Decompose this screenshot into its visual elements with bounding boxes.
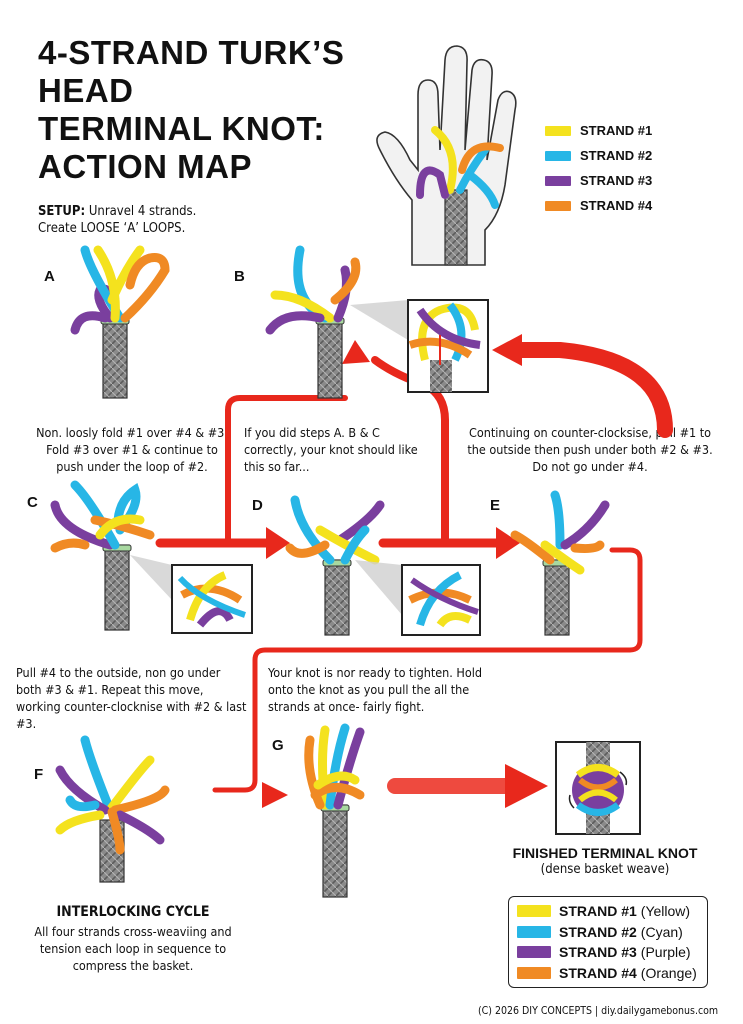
legend-box-item: STRAND #2(Cyan) xyxy=(517,922,699,943)
detail-inset-c xyxy=(130,555,253,634)
legend-strand: STRAND #4 xyxy=(559,964,637,981)
interlocking-line: All four strands cross-weaviing and xyxy=(34,924,232,939)
finished-title: FINISHED TERMINAL KNOT xyxy=(512,845,698,861)
step-d-line: correctly, your knot should like xyxy=(244,442,418,457)
step-f-line: #3. xyxy=(16,716,37,731)
legend-strand: STRAND #3 xyxy=(559,944,637,961)
step-f-line: Pull #4 to the outside, non go under xyxy=(16,665,221,680)
step-g-line: strands at once- fairly fight. xyxy=(268,699,425,714)
title-line-3: ACTION MAP xyxy=(38,148,252,185)
step-g-text: Your knot is nor ready to tighten. Hold … xyxy=(268,664,498,715)
legend-color-name: (Orange) xyxy=(640,964,697,981)
finished-knot xyxy=(555,741,641,835)
legend-top-item: STRAND #1 xyxy=(545,118,652,143)
legend-strand: STRAND #2 xyxy=(559,923,637,940)
knot-step-f xyxy=(55,735,170,855)
arrow-loop-d xyxy=(225,395,348,543)
strand-legend-box: STRAND #1(Yellow) STRAND #2(Cyan) STRAND… xyxy=(508,896,708,988)
legend-box-item: STRAND #3(Purple) xyxy=(517,942,699,963)
legend-top-label: STRAND #3 xyxy=(580,173,653,188)
legend-top-label: STRAND #1 xyxy=(580,123,653,138)
step-label-c: C xyxy=(27,494,38,511)
legend-top-item: STRAND #4 xyxy=(545,193,652,218)
legend-strand: STRAND #1 xyxy=(559,903,637,920)
legend-box-item: STRAND #1(Yellow) xyxy=(517,901,699,922)
detail-inset-b xyxy=(350,299,489,393)
legend-color-name: (Yellow) xyxy=(640,903,691,920)
detail-inset-d xyxy=(355,560,481,636)
knot-step-d xyxy=(285,495,385,565)
strand-3-swatch xyxy=(517,946,551,959)
knot-step-e xyxy=(510,490,610,575)
strand-2-swatch xyxy=(545,150,571,161)
arrow-e-to-f xyxy=(212,547,643,793)
step-g-line: onto the knot as you pull the all the xyxy=(268,682,470,697)
finished-subtitle: (dense basket weave) xyxy=(540,862,670,877)
title-line-1: 4-STRAND TURK’S HEAD xyxy=(38,34,345,109)
step-d-line: If you did steps A. B & C xyxy=(244,425,380,440)
interlocking-line: tension each loop in sequence to xyxy=(39,941,227,956)
step-label-f: F xyxy=(34,766,44,783)
footer-credit: (C) 2026 DIY CONCEPTS | diy.dailygamebon… xyxy=(478,1005,719,1017)
strand-3-swatch xyxy=(545,175,571,186)
arrow-heads xyxy=(262,334,548,808)
step-c-line: Non. loosly fold #1 over #4 & #3. xyxy=(36,425,228,440)
title-line-2: TERMINAL KNOT: xyxy=(38,110,325,147)
step-e-text: Continuing on counter-clocksise, pull #1… xyxy=(456,424,724,475)
step-e-line: Continuing on counter-clocksise, pull #1… xyxy=(468,425,712,440)
arrow-e-to-b-detail xyxy=(512,342,673,438)
step-label-e: E xyxy=(490,497,501,514)
setup-label: SETUP: xyxy=(38,204,86,219)
strand-4-swatch xyxy=(517,966,551,979)
hand-illustration xyxy=(376,45,517,266)
step-label-a: A xyxy=(44,268,55,285)
setup-text: SETUP: Unravel 4 strands. Create LOOSE ‘… xyxy=(38,203,196,237)
step-d-line: this so far... xyxy=(244,459,310,474)
step-c-line: Fold #3 over #1 & continue to xyxy=(46,442,218,457)
interlocking-line: compress the basket. xyxy=(72,958,194,973)
interlocking-cycle-text: INTERLOCKING CYCLE All four strands cros… xyxy=(20,904,246,974)
legend-top: STRAND #1 STRAND #2 STRAND #3 STRAND #4 xyxy=(545,118,652,218)
step-e-line: Do not go under #4. xyxy=(532,459,648,474)
legend-color-name: (Cyan) xyxy=(640,923,683,940)
legend-top-item: STRAND #3 xyxy=(545,168,652,193)
legend-top-label: STRAND #4 xyxy=(580,198,653,213)
legend-top-item: STRAND #2 xyxy=(545,143,652,168)
step-c-text: Non. loosly fold #1 over #4 & #3. Fold #… xyxy=(20,424,244,475)
strand-1-swatch xyxy=(517,905,551,918)
legend-top-label: STRAND #2 xyxy=(580,148,653,163)
step-label-b: B xyxy=(234,268,245,285)
strand-1-swatch xyxy=(545,125,571,136)
interlocking-title: INTERLOCKING CYCLE xyxy=(56,904,210,920)
hand-rope xyxy=(416,126,504,266)
setup-line-1: Unravel 4 strands. xyxy=(88,204,197,219)
strand-2-swatch xyxy=(517,925,551,938)
legend-box-item: STRAND #4(Orange) xyxy=(517,963,699,984)
knot-step-b xyxy=(265,245,361,335)
knot-step-a xyxy=(70,245,170,335)
setup-line-2: Create LOOSE ‘A’ LOOPS. xyxy=(38,221,186,236)
strand-4-swatch xyxy=(545,200,571,211)
step-label-d: D xyxy=(252,497,263,514)
legend-color-name: (Purple) xyxy=(640,944,691,961)
step-f-line: both #3 & #1. Repeat this move, xyxy=(16,682,204,697)
step-f-line: working counter-clocknise with #2 & last xyxy=(16,699,247,714)
step-g-line: Your knot is nor ready to tighten. Hold xyxy=(268,665,483,680)
step-d-text: If you did steps A. B & C correctly, you… xyxy=(244,424,444,475)
knot-step-c xyxy=(50,480,155,553)
step-f-text: Pull #4 to the outside, non go under bot… xyxy=(16,664,252,732)
step-e-line: the outside then push under both #2 & #3… xyxy=(467,442,713,457)
knot-step-g xyxy=(304,723,365,810)
step-label-g: G xyxy=(272,737,284,754)
finished-knot-caption: FINISHED TERMINAL KNOT (dense basket wea… xyxy=(500,845,710,878)
page-title: 4-STRAND TURK’S HEAD TERMINAL KNOT: ACTI… xyxy=(38,34,418,186)
step-c-line: push under the loop of #2. xyxy=(56,459,208,474)
